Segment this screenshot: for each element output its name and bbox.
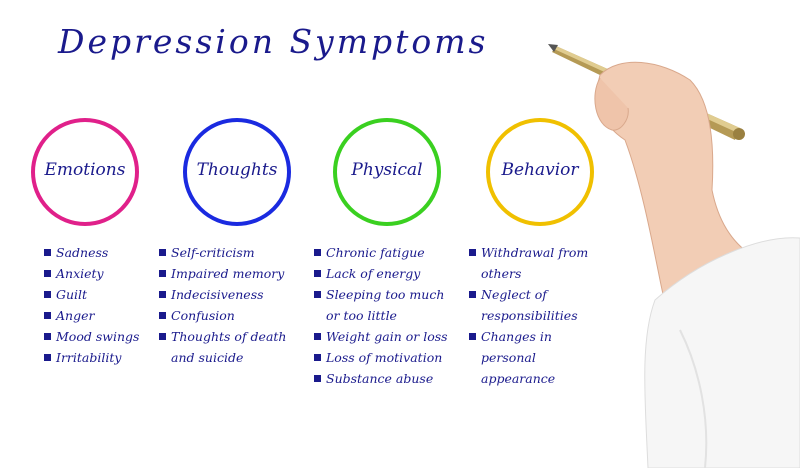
sleeve	[644, 237, 800, 468]
list-item: Loss of motivation	[314, 347, 454, 368]
list-item: Irritability	[44, 347, 184, 368]
list-item: Substance abuse	[314, 368, 454, 389]
list-item: Anxiety	[44, 263, 184, 284]
circle-emotions	[31, 118, 139, 226]
circle-thoughts	[183, 118, 291, 226]
list-item: Withdrawal from others	[469, 242, 599, 284]
category-label: Behavior	[501, 160, 579, 180]
list-item: Self-criticism	[159, 242, 297, 263]
list-item: Chronic fatigue	[314, 242, 454, 263]
list-item: Weight gain or loss	[314, 326, 454, 347]
list-item: Confusion	[159, 305, 297, 326]
category-label: Thoughts	[196, 160, 278, 180]
list-item: Anger	[44, 305, 184, 326]
list-item: Impaired memory	[159, 263, 297, 284]
list-item: Sadness	[44, 242, 184, 263]
page-title: Depression Symptoms	[58, 22, 489, 61]
list-item: Mood swings	[44, 326, 184, 347]
list-item: Sleeping too much or too little	[314, 284, 454, 326]
category-label: Emotions	[44, 160, 126, 180]
circle-physical	[333, 118, 441, 226]
circle-behavior	[486, 118, 594, 226]
list-item: Thoughts of death and suicide	[159, 326, 297, 368]
category-label: Physical	[351, 160, 423, 180]
list-item: Changes in personal appearance	[469, 326, 599, 389]
list-item: Indecisiveness	[159, 284, 297, 305]
list-item: Guilt	[44, 284, 184, 305]
list-item: Lack of energy	[314, 263, 454, 284]
list-item: Neglect of responsibilities	[469, 284, 599, 326]
